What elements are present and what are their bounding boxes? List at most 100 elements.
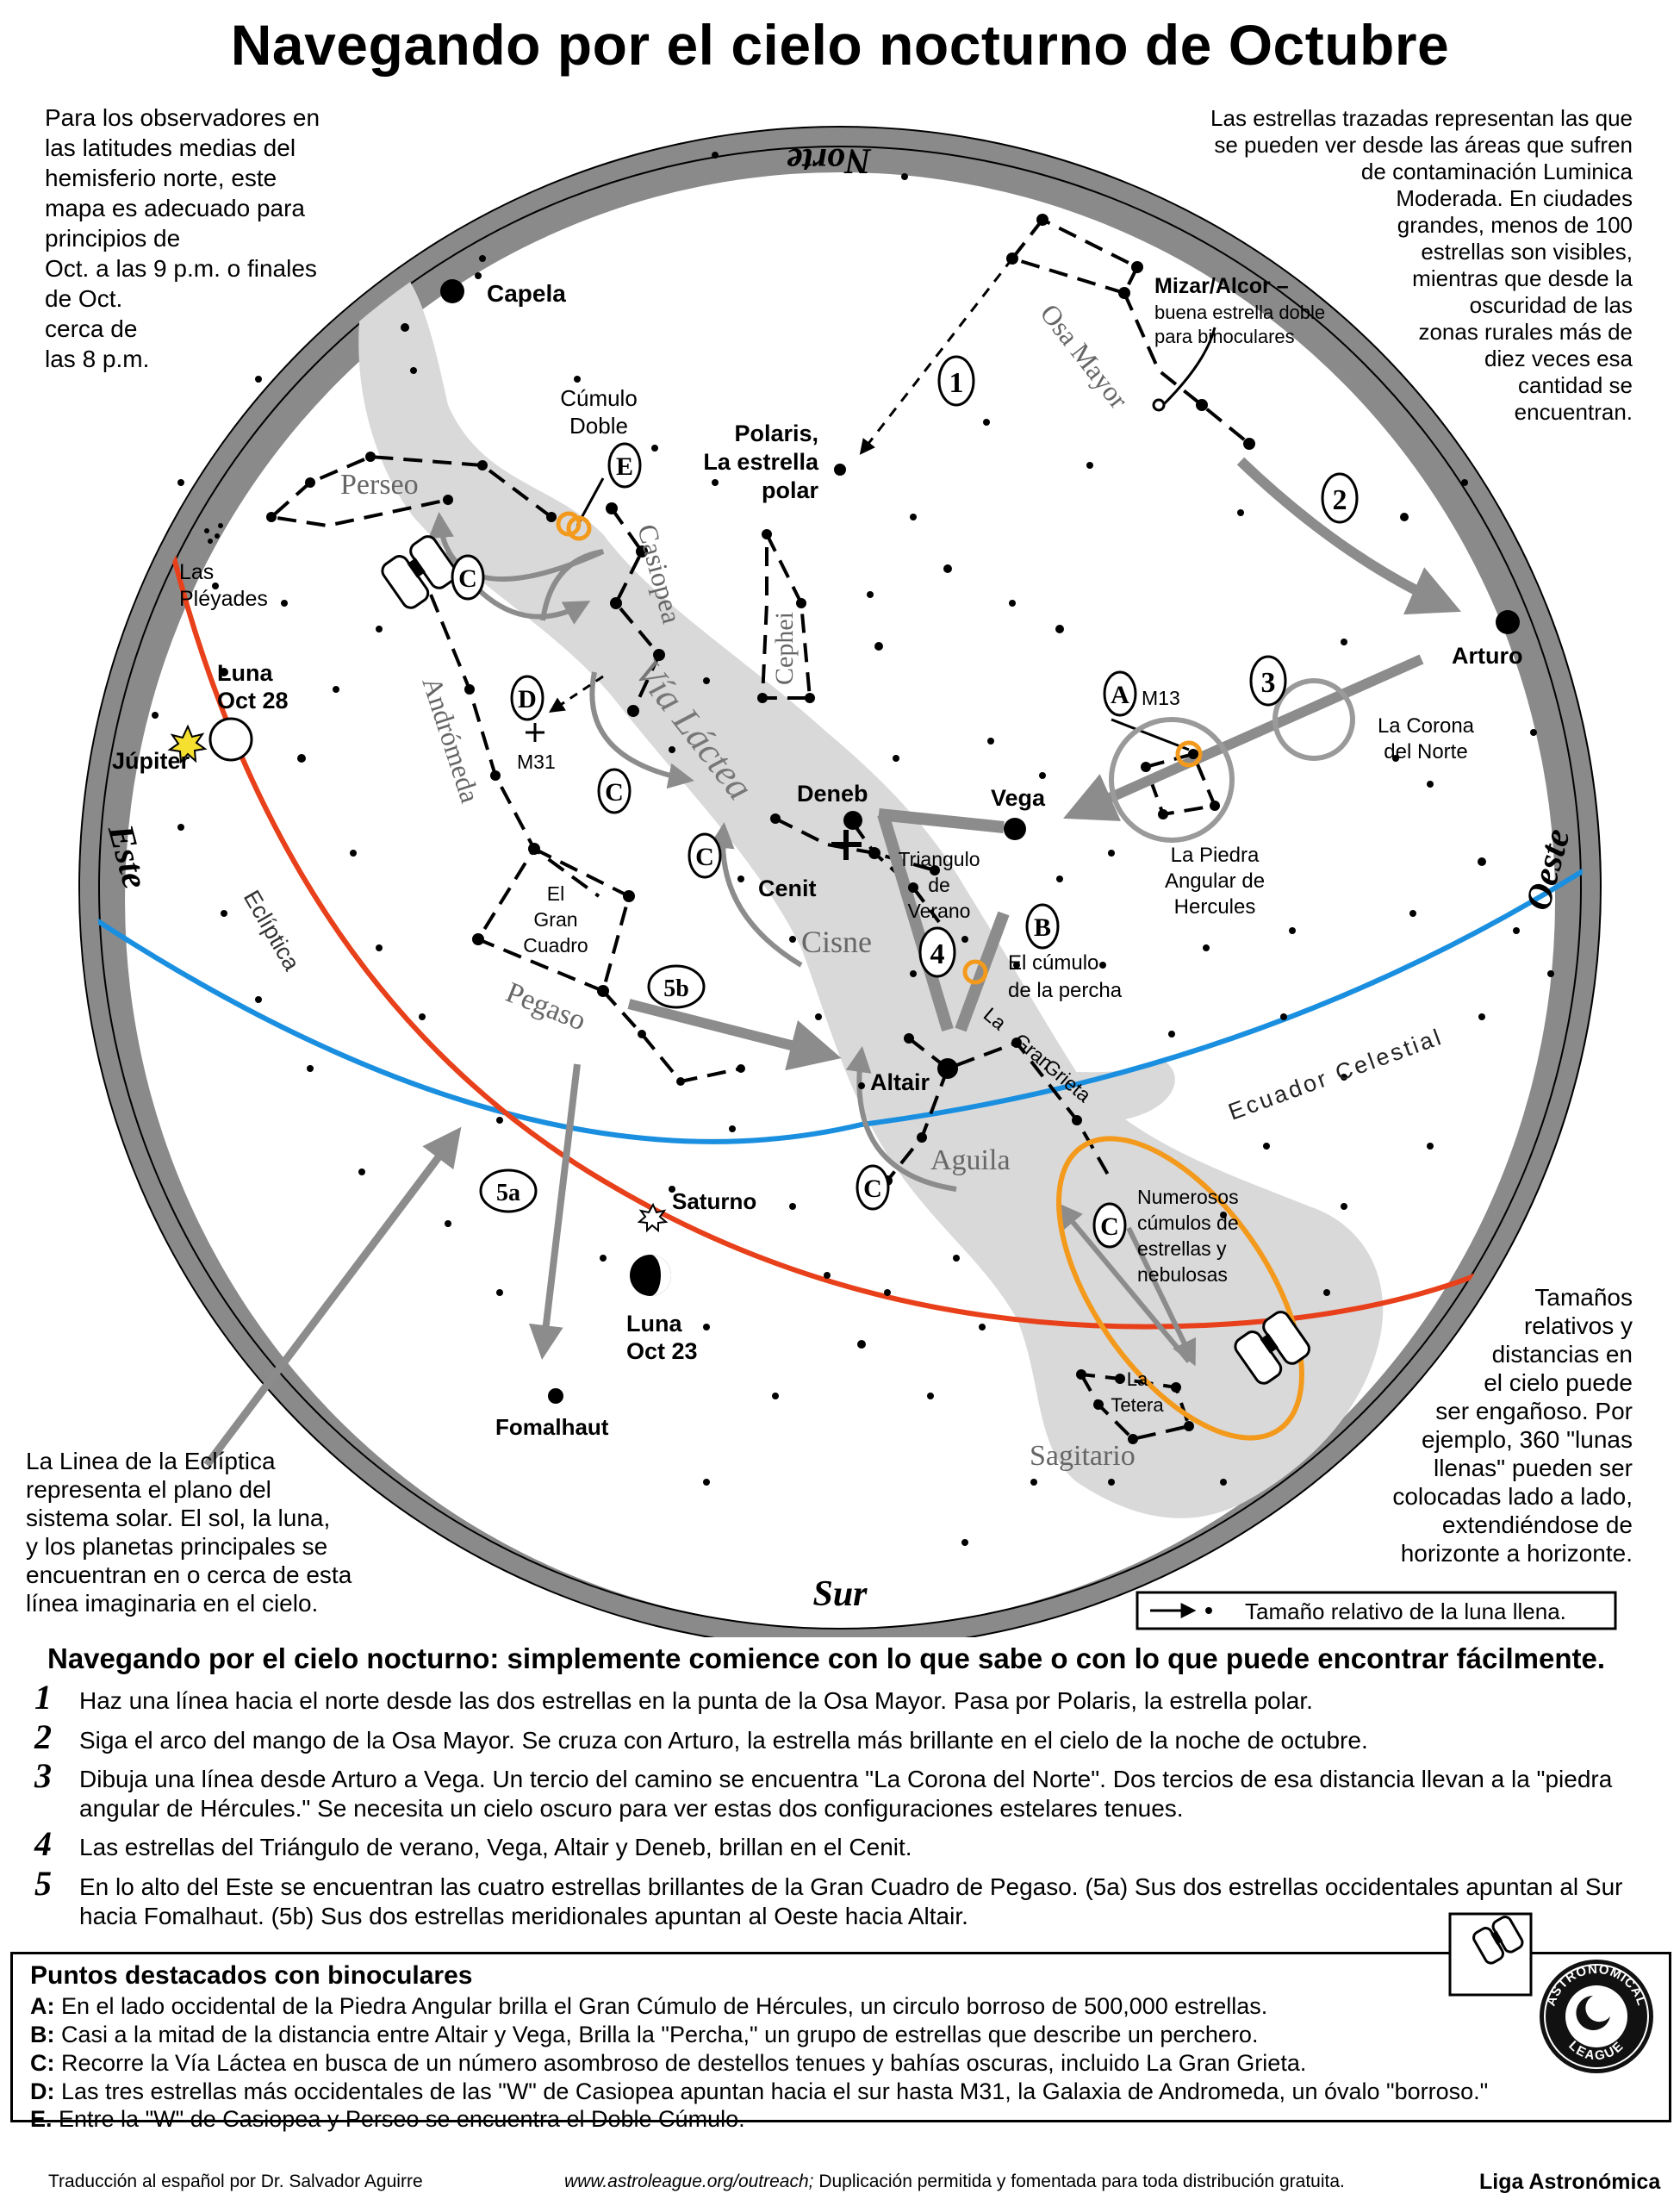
step-number: 2 <box>34 1717 52 1756</box>
pegaso-neck <box>601 989 742 1084</box>
marker-a: A <box>1103 670 1137 717</box>
corona-circle <box>1272 678 1355 761</box>
intro-right: Las estrellas trazadas representan las q… <box>1210 105 1633 425</box>
binocular-key: E. <box>30 2106 53 2132</box>
arrow-ecliptic <box>203 1126 462 1468</box>
label-piedra-3: Hercules <box>1174 895 1256 919</box>
step-text: Dibuja una línea desde Arturo a Vega. Un… <box>79 1766 1613 1822</box>
arrow-c-sagitario-2 <box>1056 1202 1192 1363</box>
mizar-pointer <box>1161 327 1216 407</box>
binocular-icon-box <box>1448 1912 1533 1997</box>
direction-north: Norte <box>787 140 872 180</box>
ecliptic-note: La Linea de la Eclíptica representa el p… <box>26 1448 352 1617</box>
marker-c-sagitario-label: C <box>1100 1212 1119 1241</box>
cenit-cross <box>831 830 862 860</box>
intro-right-line: de contaminación Luminica <box>1361 159 1633 184</box>
marker-c-aguila-label: C <box>863 1175 882 1203</box>
size-note-line: colocadas lado a lado, <box>1392 1483 1633 1510</box>
size-note-line: horizonte a horizonte. <box>1401 1540 1633 1567</box>
m13-pointer <box>1111 718 1190 751</box>
label-luna28-1: Luna <box>217 660 273 686</box>
intro-right-line: estrellas son visibles, <box>1421 239 1633 265</box>
label-saturno: Saturno <box>672 1188 756 1214</box>
ecliptic-note-line: línea imaginaria en el cielo. <box>26 1590 318 1617</box>
size-note-line: ejemplo, 360 "lunas <box>1422 1426 1633 1453</box>
intro-right-line: se pueden ver desde las áreas que sufren <box>1214 132 1633 158</box>
footer-translator: Traducción al español por Dr. Salvador A… <box>48 2172 423 2191</box>
marker-c-cisne: C <box>688 832 722 879</box>
step-3: 3 Dibuja una línea desde Arturo a Vega. … <box>34 1759 1663 1825</box>
moon-oct23-phase <box>650 1255 671 1296</box>
marker-c-cisne-label: C <box>695 843 714 871</box>
mizar-star <box>1152 398 1166 412</box>
size-note-line: el cielo puede <box>1484 1369 1633 1396</box>
label-altair: Altair <box>870 1069 930 1095</box>
intro-left-line: las 8 p.m. <box>45 346 149 372</box>
marker-4: 4 <box>918 926 956 978</box>
stars <box>152 152 1554 1546</box>
intro-right-line: mientras que desde la <box>1412 265 1633 291</box>
ecliptic-note-line: representa el plano del <box>26 1476 271 1503</box>
label-perseo: Perseo <box>340 469 419 501</box>
label-gran-cuadro-2: Gran <box>533 908 577 931</box>
marker-b: B <box>1025 903 1060 950</box>
marker-c-andromeda-label: C <box>605 778 624 807</box>
arrow-c-cisne <box>708 822 803 968</box>
cephei-lines <box>760 533 812 700</box>
label-gran-cuadro-3: Cuadro <box>523 934 588 957</box>
label-aguila: Aguila <box>930 1144 1011 1176</box>
binocular-key: A: <box>30 1993 55 2019</box>
label-sagitario: Sagitario <box>1030 1440 1136 1472</box>
moon-oct28 <box>208 717 253 762</box>
step-1: 1 Haz una línea hacia el norte desde las… <box>34 1678 1663 1721</box>
label-arturo: Arturo <box>1452 643 1523 669</box>
marker-c-perseo: C <box>451 554 485 601</box>
ecliptic-note-line: encuentran en o cerca de esta <box>26 1561 352 1588</box>
label-triangulo-3: Verano <box>908 900 971 922</box>
marker-2: 2 <box>1321 472 1359 524</box>
marker-c-aguila: C <box>856 1164 890 1211</box>
intro-left-line: de Oct. <box>45 285 122 312</box>
label-capela: Capela <box>487 280 566 307</box>
step-number: 1 <box>34 1678 52 1717</box>
step-4: 4 Las estrellas del Triángulo de verano,… <box>34 1827 1663 1867</box>
marker-4-label: 4 <box>930 938 945 970</box>
label-gran-cuadro-1: El <box>547 882 564 905</box>
step-5: 5 En lo alto del Este se encuentran las … <box>34 1866 1663 1933</box>
arrow-c-sagitario-1 <box>1126 1226 1197 1367</box>
size-note-line: distancias en <box>1492 1341 1633 1368</box>
saturn-star <box>637 1202 669 1233</box>
triangle-side-3 <box>878 808 1005 833</box>
label-andromeda: Andrómeda <box>416 673 486 807</box>
astronomical-league-logo: ASTRONOMICAL LEAGUE <box>1540 1960 1653 2073</box>
marker-b-label: B <box>1034 913 1051 942</box>
marker-2-label: 2 <box>1333 484 1347 516</box>
milky-way <box>358 258 1384 1518</box>
moon-size-legend: Tamaño relativo de la luna llena. <box>1136 1591 1617 1630</box>
step-number: 5 <box>34 1864 52 1903</box>
marker-5b-label: 5b <box>663 975 689 1002</box>
binocular-text: Las tres estrellas más occidentales de l… <box>54 2078 1489 2104</box>
footer-url[interactable]: www.astroleague.org/outreach; <box>564 2172 814 2191</box>
step-text: En lo alto del Este se encuentran las cu… <box>79 1873 1623 1929</box>
label-m13: M13 <box>1142 687 1180 709</box>
label-cisne: Cisne <box>801 925 872 959</box>
label-cumulo-doble-1: Cúmulo <box>560 385 638 411</box>
arrow-5a <box>528 1063 581 1360</box>
step-text: Siga el arco del mango de la Osa Mayor. … <box>79 1727 1368 1754</box>
label-numerosos-4: nebulosas <box>1137 1263 1228 1286</box>
footer-center: www.astroleague.org/outreach; Duplicació… <box>564 2172 1345 2192</box>
ecliptic-note-line: La Linea de la Eclíptica <box>26 1448 276 1474</box>
legend-label: Tamaño relativo de la luna llena. <box>1245 1598 1566 1624</box>
marker-1-label: 1 <box>949 367 964 399</box>
label-polaris-1: Polaris, <box>734 421 818 446</box>
jupiter-star <box>167 724 208 764</box>
intro-left-line: principios de <box>45 225 180 252</box>
doble-cumulo-b <box>566 515 592 541</box>
label-triangulo-2: de <box>928 874 950 896</box>
size-note-line: Tamaños <box>1534 1284 1633 1311</box>
label-tetera-1: La <box>1127 1368 1148 1390</box>
arrow-c-andromeda <box>589 671 694 789</box>
piedra-angular-circle <box>1109 717 1235 843</box>
label-polaris-2: La estrella <box>703 449 819 475</box>
